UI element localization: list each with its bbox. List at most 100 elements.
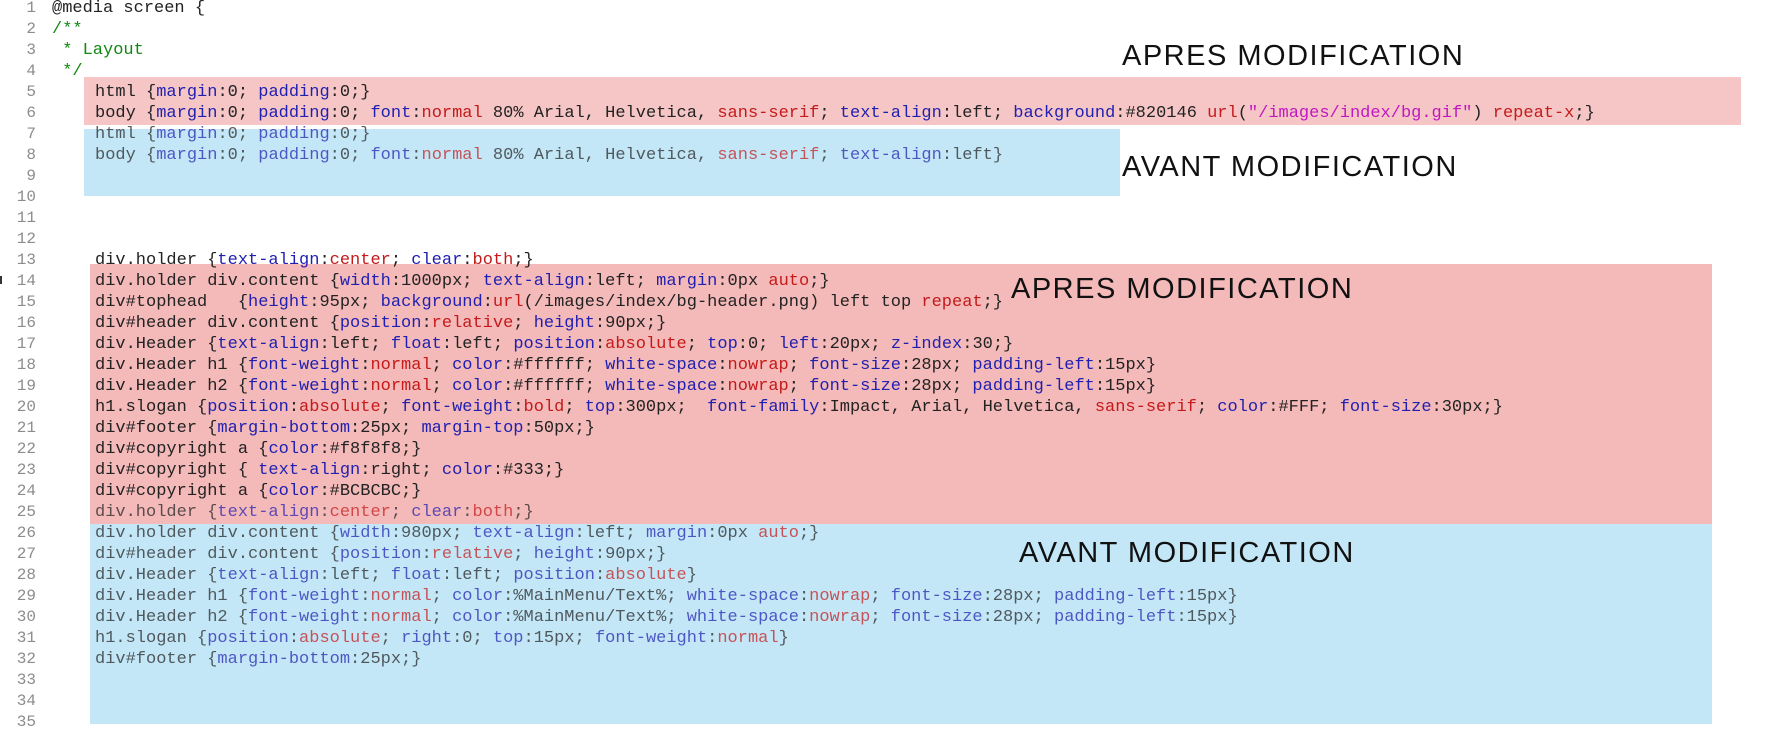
code-token: :: [360, 356, 371, 375]
line-number: 29: [16, 587, 36, 605]
code-line[interactable]: html {margin:0; padding:0;}: [95, 124, 370, 145]
code-line[interactable]: div#tophead {height:95px; background:url…: [95, 292, 1003, 313]
code-token: white-space: [605, 356, 718, 375]
code-token: :28px;: [901, 356, 973, 375]
code-token: normal: [370, 377, 432, 396]
code-line[interactable]: div#header div.content {position:relativ…: [95, 313, 666, 334]
line-number: 4: [26, 62, 36, 80]
code-token: url: [492, 293, 524, 312]
line-number: 17: [16, 335, 36, 353]
code-line[interactable]: div.Header h1 {font-weight:normal; color…: [95, 355, 1156, 376]
code-token: font-size: [890, 587, 983, 606]
code-token: text-align: [482, 272, 585, 291]
code-token: :28px;: [901, 377, 973, 396]
code-token: :: [360, 377, 371, 396]
code-token: * Layout: [52, 41, 144, 60]
code-token: repeat: [921, 293, 983, 312]
code-line[interactable]: div#footer {margin-bottom:25px;}: [95, 649, 421, 670]
code-line[interactable]: div.holder {text-align:center; clear:bot…: [95, 502, 534, 523]
code-line[interactable]: * Layout: [52, 40, 144, 61]
code-line[interactable]: div.Header {text-align:left; float:left;…: [95, 565, 697, 586]
code-line[interactable]: div#copyright a {color:#BCBCBC;}: [95, 481, 421, 502]
code-token: ;: [819, 146, 840, 165]
code-token: font-weight: [248, 608, 361, 627]
code-token: 80% Arial, Helvetica,: [482, 104, 718, 123]
code-line[interactable]: div.Header {text-align:left; float:left;…: [95, 334, 1013, 355]
code-line[interactable]: div.holder div.content {width:980px; tex…: [95, 523, 819, 544]
code-token: both: [472, 503, 514, 522]
code-line[interactable]: div.Header h2 {font-weight:normal; color…: [95, 376, 1156, 397]
code-token: :50px;}: [523, 419, 595, 438]
code-token: width: [339, 524, 391, 543]
code-token: clear: [411, 251, 463, 270]
line-number: 20: [16, 398, 36, 416]
code-token: font-weight: [594, 629, 708, 648]
code-line[interactable]: h1.slogan {position:absolute; right:0; t…: [95, 628, 789, 649]
code-token: position: [207, 629, 289, 648]
code-line[interactable]: div.holder {text-align:center; clear:bot…: [95, 250, 534, 271]
code-token: :#ffffff;: [503, 377, 606, 396]
line-number: 31: [16, 629, 36, 647]
line-number: 3: [26, 41, 36, 59]
code-line[interactable]: html {margin:0; padding:0;}: [95, 82, 370, 103]
code-token: ;}: [1574, 104, 1595, 123]
label-avant-2: AVANT MODIFICATION: [1019, 537, 1355, 569]
code-token: height: [533, 314, 595, 333]
code-line[interactable]: div.holder div.content {width:1000px; te…: [95, 271, 830, 292]
code-token: both: [472, 251, 514, 270]
code-token: div#copyright a {: [95, 482, 269, 501]
code-line[interactable]: h1.slogan {position:absolute; font-weigh…: [95, 397, 1503, 418]
code-token: position: [513, 566, 595, 585]
code-token: :left;: [441, 566, 514, 585]
code-token: ;}: [513, 251, 534, 270]
code-token: :: [360, 587, 371, 606]
line-number: 6: [26, 104, 36, 122]
code-token: bold: [523, 398, 565, 417]
label-apres-1: APRES MODIFICATION: [1122, 40, 1465, 72]
code-token: :left;: [584, 272, 657, 291]
code-token: absolute: [605, 566, 687, 585]
code-token: width: [339, 272, 391, 291]
code-line[interactable]: /**: [52, 19, 83, 40]
code-token: color: [452, 356, 504, 375]
code-line[interactable]: div#copyright { text-align:right; color:…: [95, 460, 564, 481]
code-token: :: [717, 377, 728, 396]
code-token: font-weight: [248, 587, 361, 606]
code-token: div#tophead {: [95, 293, 249, 312]
code-token: font: [370, 104, 412, 123]
code-token: absolute: [299, 629, 381, 648]
code-token: :: [707, 629, 718, 648]
code-token: auto: [758, 524, 799, 543]
code-token: :: [798, 608, 810, 627]
after-band-2: [90, 264, 1712, 524]
code-line[interactable]: */: [52, 61, 82, 82]
code-token: center: [329, 251, 391, 270]
code-line[interactable]: div#copyright a {color:#f8f8f8;}: [95, 439, 421, 460]
code-token: position: [513, 335, 595, 354]
code-line[interactable]: div#header div.content {position:relativ…: [95, 544, 666, 565]
code-token: ;}: [809, 272, 830, 291]
code-token: div.holder div.content {: [95, 524, 340, 543]
code-token: :20px;: [819, 335, 891, 354]
code-token: div#footer {: [95, 650, 218, 669]
code-token: :#BCBCBC;}: [319, 482, 422, 501]
code-token: relative: [431, 314, 514, 333]
code-token: :30px;}: [1431, 398, 1503, 417]
code-line[interactable]: div.Header h1 {font-weight:normal; color…: [95, 586, 1238, 607]
code-line[interactable]: body {margin:0; padding:0; font:normal 8…: [95, 103, 1595, 124]
code-line[interactable]: div#footer {margin-bottom:25px; margin-t…: [95, 418, 595, 439]
code-token: margin: [156, 146, 218, 165]
code-token: position: [207, 398, 289, 417]
code-token: :: [717, 356, 728, 375]
before-band-2: [90, 524, 1712, 724]
line-number: 13: [16, 251, 36, 269]
code-token: :%MainMenu/Text%;: [503, 608, 687, 627]
code-line[interactable]: @media screen {: [52, 0, 205, 19]
code-token: (/images/index/bg-header.png) left top: [523, 293, 922, 312]
code-line[interactable]: body {margin:0; padding:0; font:normal 8…: [95, 145, 1003, 166]
code-token: :left}: [941, 146, 1004, 165]
code-token: white-space: [605, 377, 718, 396]
code-token: font-size: [809, 356, 901, 375]
code-token: div#copyright {: [95, 461, 259, 480]
code-line[interactable]: div.Header h2 {font-weight:normal; color…: [95, 607, 1238, 628]
